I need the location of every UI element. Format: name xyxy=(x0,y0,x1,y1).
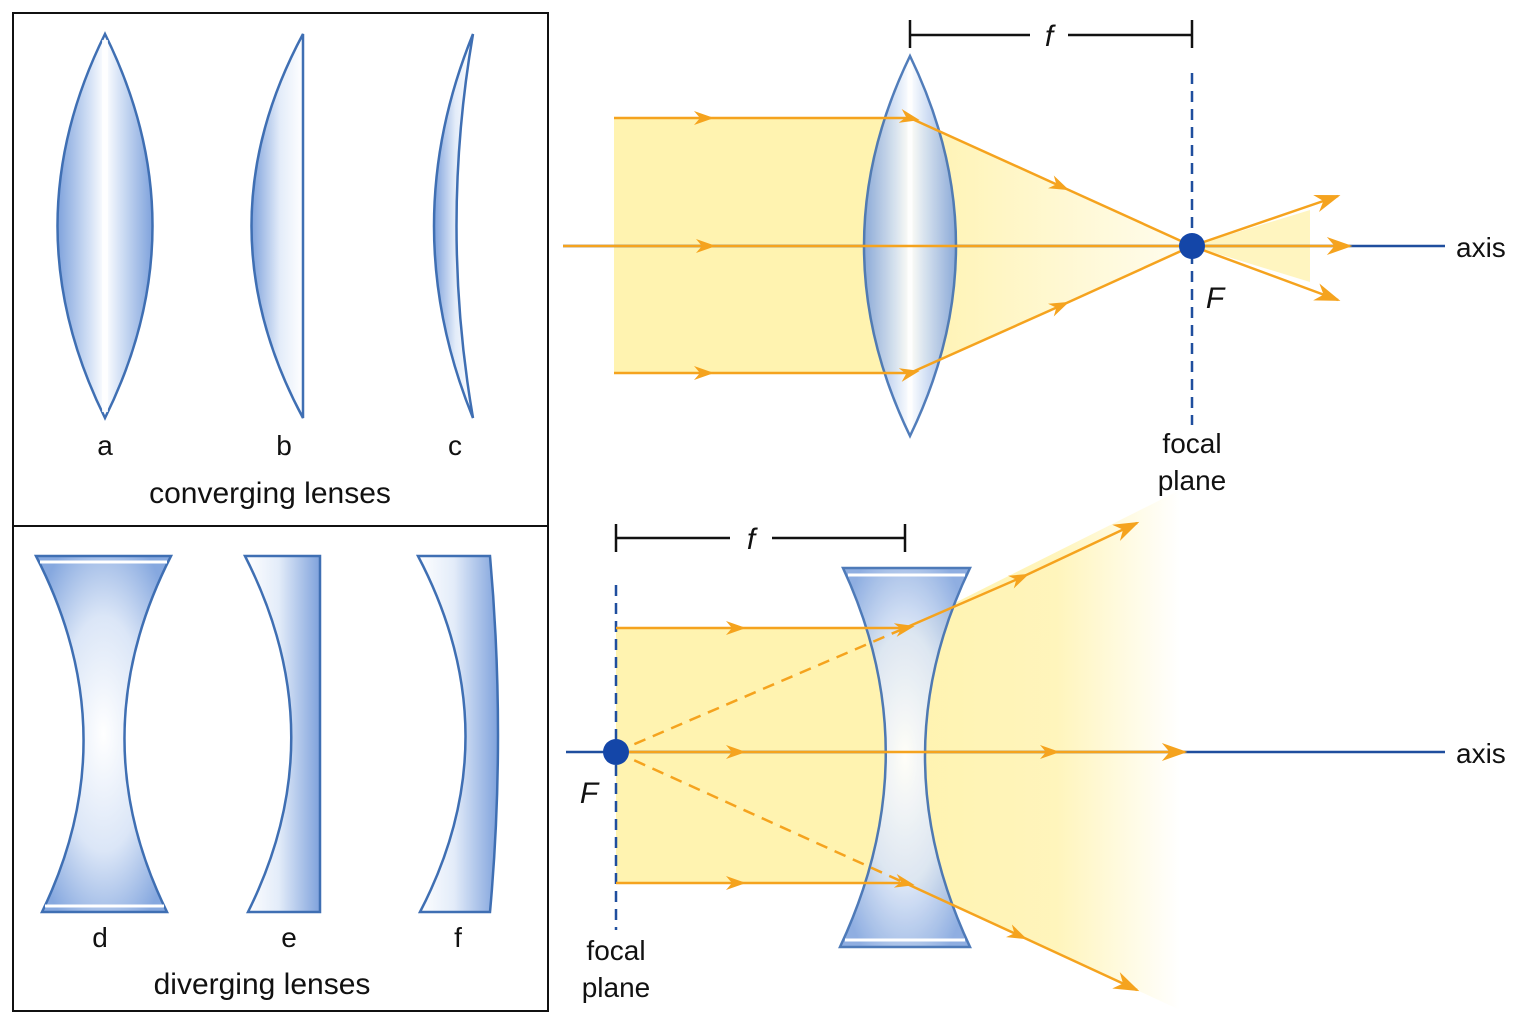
lens-label-a: a xyxy=(97,430,113,461)
focal-point-bottom xyxy=(603,739,629,765)
focal-point-label-bottom: F xyxy=(580,777,600,810)
converging-caption: converging lenses xyxy=(149,477,391,510)
lens-c-meniscus xyxy=(432,33,475,419)
virtual-ray-down xyxy=(615,750,906,885)
lens-b-plano-convex xyxy=(250,33,305,419)
lens-e-plano-concave xyxy=(242,554,322,914)
ray-bottom xyxy=(614,244,1193,382)
diverging-ray-diagram: f F axis focal plane xyxy=(566,490,1506,1010)
focal-length-dimension-bottom xyxy=(614,524,907,552)
focal-length-dimension-top xyxy=(908,20,1194,48)
ray-out-up xyxy=(1191,194,1341,248)
lens-f-meniscus xyxy=(415,554,500,914)
focal-point-label-top: F xyxy=(1206,282,1226,315)
axis-label-bottom: axis xyxy=(1456,738,1506,769)
focal-plane-label-top-2: plane xyxy=(1158,465,1227,496)
ray-bottom-bottom-diagram xyxy=(616,874,1140,992)
converging-ray-diagram: f F axis focal plane xyxy=(563,20,1506,496)
focal-length-label-top: f xyxy=(1045,20,1056,53)
lens-label-e: e xyxy=(281,922,297,953)
focal-length-label-bottom: f xyxy=(747,523,758,556)
focal-plane-label-bottom-2: plane xyxy=(582,972,651,1003)
lens-label-d: d xyxy=(92,922,108,953)
virtual-ray-up xyxy=(615,626,906,754)
lens-label-b: b xyxy=(276,430,292,461)
lens-label-c: c xyxy=(448,430,462,461)
focal-point-top xyxy=(1179,233,1205,259)
ray-out-down xyxy=(1191,244,1341,302)
lens-label-f: f xyxy=(454,922,462,953)
lens-d-biconcave xyxy=(33,554,174,914)
diverging-caption: diverging lenses xyxy=(154,968,371,1001)
focal-plane-label-top-1: focal xyxy=(1162,428,1221,459)
axis-label-top: axis xyxy=(1456,232,1506,263)
focal-plane-label-bottom-1: focal xyxy=(586,935,645,966)
ray-top xyxy=(614,109,1193,248)
incoming-beam-bottom xyxy=(616,628,905,883)
converging-lenses-group: a b c converging lenses xyxy=(56,31,475,510)
diverging-lenses-group: d e f diverging lenses xyxy=(33,554,500,1001)
ray-top-bottom-diagram xyxy=(616,521,1140,637)
